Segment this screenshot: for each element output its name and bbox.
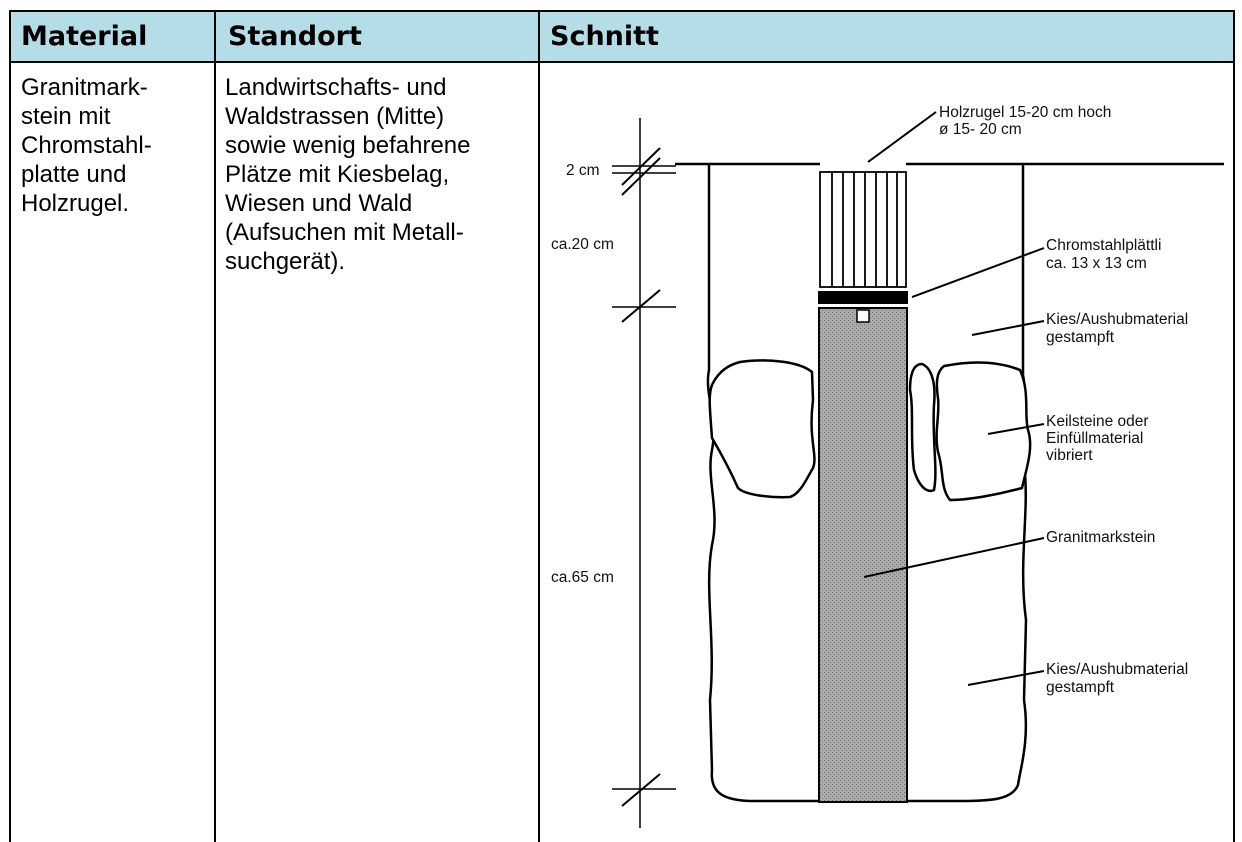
material-line: platte und	[21, 161, 127, 188]
holzrugel-post	[819, 171, 907, 288]
dimension-line	[612, 118, 676, 828]
kies-bottom-label: gestampft	[1046, 679, 1115, 696]
material-line: stein mit	[21, 103, 111, 130]
keilsteine-label: Keilsteine oder	[1046, 413, 1149, 430]
keilsteine-label: Einfüllmaterial	[1046, 430, 1143, 447]
material-line: Holzrugel.	[21, 190, 130, 217]
kies-bottom-label: Kies/Aushubmaterial	[1046, 661, 1188, 678]
dim-65cm-label: ca.65 cm	[551, 569, 614, 586]
standort-line: (Aufsuchen mit Metall-	[225, 219, 464, 246]
chromstahl-label: Chromstahlplättli	[1046, 237, 1161, 254]
chromstahl-plate	[818, 291, 908, 304]
chromstahl-label: ca. 13 x 13 cm	[1046, 255, 1147, 272]
kies-top-label: gestampft	[1046, 329, 1115, 346]
standort-line: Waldstrassen (Mitte)	[225, 103, 445, 130]
kies-top-label: Kies/Aushubmaterial	[1046, 311, 1188, 328]
material-line: Granitmark-	[21, 74, 148, 101]
standort-line: Wiesen und Wald	[225, 190, 413, 217]
standort-line: sowie wenig befahrene	[225, 132, 471, 159]
data-table: Material Standort Schnitt Granitmark- st…	[9, 10, 1235, 842]
standort-line: Plätze mit Kiesbelag,	[225, 161, 450, 188]
column-divider	[538, 12, 540, 842]
keilsteine	[708, 359, 1032, 502]
header-material: Material	[21, 21, 148, 52]
holzrugel-label: ø 15- 20 cm	[939, 121, 1022, 138]
dim-2cm-label: 2 cm	[566, 162, 600, 179]
header-standort: Standort	[228, 21, 362, 52]
header-schnitt: Schnitt	[550, 21, 659, 52]
material-line: Chromstahl-	[21, 132, 152, 159]
holzrugel-label: Holzrugel 15-20 cm hoch	[939, 104, 1111, 121]
dim-20cm-label: ca.20 cm	[551, 236, 614, 253]
standort-cell: Landwirtschafts- und Waldstrassen (Mitte…	[225, 73, 471, 276]
column-divider	[214, 12, 216, 842]
keilsteine-label: vibriert	[1046, 447, 1093, 464]
granit-label: Granitmarkstein	[1046, 529, 1155, 546]
material-cell: Granitmark- stein mit Chromstahl- platte…	[21, 73, 152, 218]
standort-line: Landwirtschafts- und	[225, 74, 447, 101]
granit-stone	[818, 307, 908, 803]
standort-line: suchgerät).	[225, 248, 346, 275]
leader-lines	[863, 111, 1045, 686]
